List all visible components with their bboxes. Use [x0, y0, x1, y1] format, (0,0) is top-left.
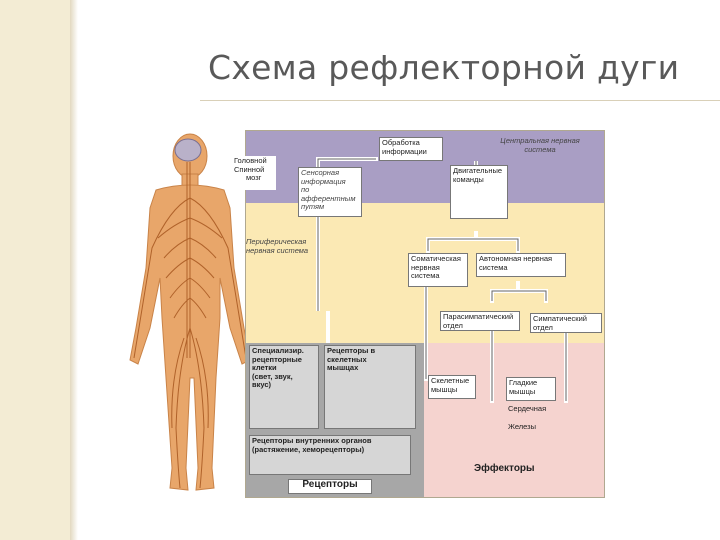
effectors-caption: Эффекторы: [474, 463, 535, 474]
connector-arrows: [316, 157, 568, 403]
receptors-caption: Рецепторы: [288, 479, 372, 494]
effectors-zone: [424, 343, 604, 497]
brain-icon: [174, 138, 202, 162]
internal-receptors-box: Рецепторы внутренних органов(растяжение,…: [249, 435, 411, 475]
sidebar-shadow: [70, 0, 78, 540]
cardiac-label: Сердечная: [508, 404, 547, 413]
slide-title: Схема рефлекторной дуги: [208, 48, 680, 87]
glands-label: Железы: [508, 422, 536, 431]
human-nervous-system-figure: [129, 133, 251, 491]
slide-sidebar-decoration: [0, 0, 70, 540]
title-divider: [200, 100, 720, 101]
